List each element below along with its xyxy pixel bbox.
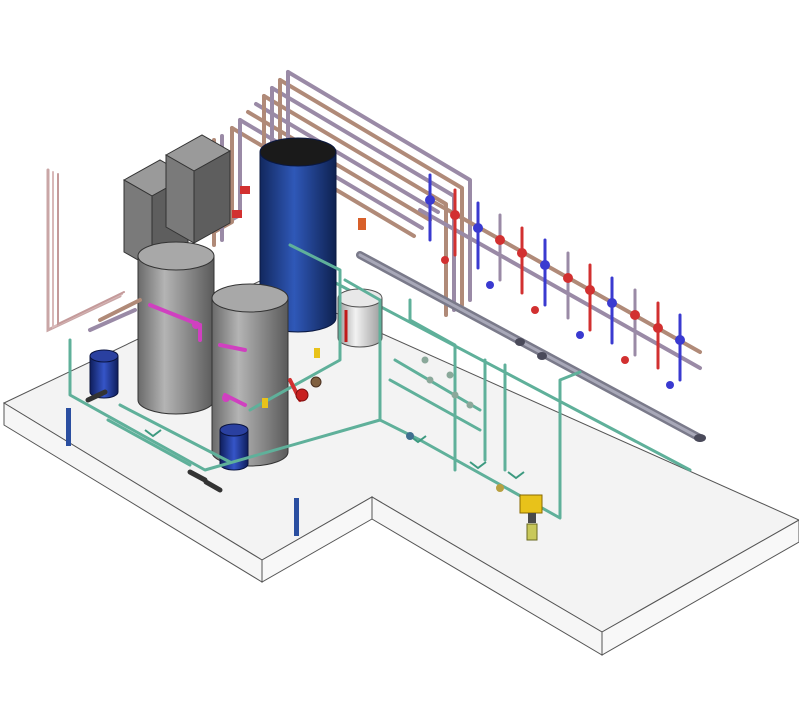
- valve-icon: [450, 210, 460, 220]
- valve-icon: [576, 331, 584, 339]
- pump-left: [89, 349, 119, 399]
- branch-risers: [428, 173, 682, 382]
- pipe-hanger-icon: [469, 461, 487, 470]
- valve-icon: [517, 248, 527, 258]
- valve-icon: [563, 273, 573, 283]
- pump-icon: [295, 388, 309, 402]
- valve-icon: [653, 323, 663, 333]
- post-icon: [294, 498, 299, 536]
- expansion-vessel: [337, 288, 383, 348]
- valve-icon: [495, 235, 505, 245]
- post-icon: [66, 408, 71, 446]
- header-end-caps: [515, 338, 706, 442]
- green-floor-fittings: [144, 356, 525, 480]
- pump-icon: [310, 376, 322, 388]
- stub-pipes: [85, 389, 223, 493]
- meter-icon: [519, 494, 543, 514]
- valve-icon: [358, 218, 366, 230]
- valve-icon: [446, 371, 454, 379]
- valve-icon: [421, 356, 429, 364]
- valve-icon: [473, 223, 483, 233]
- valve-icon: [607, 298, 617, 308]
- valve-icon: [406, 432, 414, 440]
- wall-pipe-loop: [46, 168, 125, 333]
- valve-icon: [232, 210, 242, 218]
- valve-icon: [486, 281, 494, 289]
- valve-icon: [585, 285, 595, 295]
- tank-fitting-parts: [192, 186, 366, 408]
- valve-icon: [540, 260, 550, 270]
- green-floor-pipework: [68, 243, 582, 520]
- valve-icon: [222, 394, 230, 402]
- valve-icon: [621, 356, 629, 364]
- valve-icon: [240, 186, 250, 194]
- valve-icon: [630, 310, 640, 320]
- valve-icon: [451, 391, 459, 399]
- meter-assembly: [496, 484, 543, 541]
- filter-icon: [526, 523, 538, 541]
- meter-base-icon: [528, 513, 536, 523]
- boiler-unit-right: [164, 134, 232, 244]
- valve-icon: [425, 195, 435, 205]
- valve-icon: [466, 401, 474, 409]
- valve-icon: [531, 306, 539, 314]
- valve-icon: [314, 348, 320, 358]
- branch-valves: [425, 195, 685, 389]
- valve-icon: [675, 335, 685, 345]
- pipe-hanger-icon: [144, 429, 162, 438]
- valve-icon: [496, 484, 504, 492]
- slab-right-face: [601, 519, 799, 656]
- storage-tank-blue: [259, 137, 337, 333]
- valve-icon: [426, 376, 434, 384]
- valve-icon: [666, 381, 674, 389]
- pipe-hanger-icon: [507, 471, 525, 480]
- storage-tank-grey-left: [137, 241, 215, 415]
- valve-icon: [192, 321, 200, 329]
- valve-icon: [441, 256, 449, 264]
- valve-icon: [262, 398, 268, 408]
